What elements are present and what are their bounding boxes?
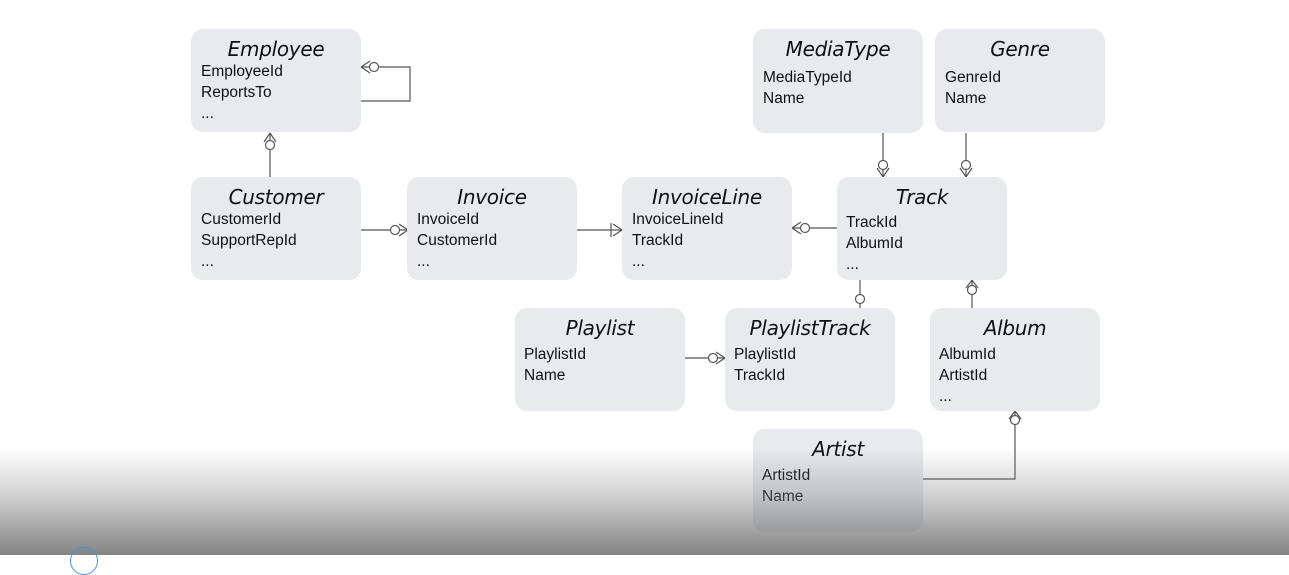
rel-genre-track: [959, 133, 973, 178]
entity-attribute: InvoiceLineId: [632, 211, 724, 228]
entity-attribute: ArtistId: [939, 367, 988, 384]
entity-title: Invoice: [457, 185, 527, 209]
entity-title: Playlist: [565, 316, 635, 340]
entity-employee[interactable]: Employee EmployeeId ReportsTo ...: [191, 29, 361, 132]
entity-attribute: InvoiceId: [417, 211, 480, 228]
entity-attribute: ...: [201, 253, 214, 270]
entity-attribute: MediaTypeId: [763, 69, 852, 86]
entity-artist[interactable]: Artist ArtistId Name: [753, 429, 923, 532]
rel-mediatype-track: [876, 133, 890, 178]
entity-attribute: ...: [417, 253, 430, 270]
entity-attribute: ...: [846, 256, 859, 273]
entity-track[interactable]: Track TrackId AlbumId ...: [837, 177, 1007, 280]
entity-attribute: AlbumId: [846, 235, 903, 252]
entity-attribute: ...: [939, 388, 952, 405]
er-diagram: Employee EmployeeId ReportsTo ... Custom…: [0, 29, 1289, 575]
entity-attribute: CustomerId: [201, 211, 282, 228]
entity-album[interactable]: Album AlbumId ArtistId ...: [930, 308, 1100, 411]
circle-icon: [70, 547, 98, 575]
entity-attribute: TrackId: [632, 232, 684, 249]
rel-customer-invoice: [361, 223, 409, 237]
rel-playlist-playlisttrack: [685, 351, 726, 365]
entity-customer[interactable]: Customer CustomerId SupportRepId ...: [191, 177, 361, 280]
entity-attribute: ArtistId: [762, 467, 811, 484]
entity-attribute: ...: [632, 253, 645, 270]
entity-title: MediaType: [785, 37, 891, 61]
rel-track-playlisttrack: [854, 280, 866, 308]
entity-playlist[interactable]: Playlist PlaylistId Name: [515, 308, 685, 411]
entity-attribute: AlbumId: [939, 346, 996, 363]
rel-invoiceline-track: [791, 221, 837, 235]
entity-attribute: TrackId: [846, 214, 898, 231]
entity-invoice[interactable]: Invoice InvoiceId CustomerId ...: [407, 177, 577, 280]
rel-track-album: [965, 279, 979, 308]
entity-attribute: ...: [201, 105, 214, 122]
entity-attribute: TrackId: [734, 367, 786, 384]
entity-attribute: Name: [524, 367, 566, 384]
entity-attribute: PlaylistId: [524, 346, 587, 363]
entity-title: InvoiceLine: [652, 185, 762, 209]
rel-employee-customer: [263, 132, 277, 177]
entity-invoiceline[interactable]: InvoiceLine InvoiceLineId TrackId ...: [622, 177, 792, 280]
entity-title: Genre: [990, 37, 1050, 61]
entity-attribute: CustomerId: [417, 232, 498, 249]
rel-invoice-invoiceline: [577, 223, 623, 237]
entity-attribute: Name: [762, 488, 804, 505]
entity-attribute: SupportRepId: [201, 232, 297, 249]
entity-title: Artist: [812, 437, 864, 461]
entity-mediatype[interactable]: MediaType MediaTypeId Name: [753, 29, 923, 133]
entity-attribute: ReportsTo: [201, 84, 272, 101]
entity-playlisttrack[interactable]: PlaylistTrack PlaylistId TrackId: [725, 308, 895, 411]
entity-attribute: PlaylistId: [734, 346, 797, 363]
rel-artist-album: [923, 410, 1022, 480]
entity-title: Employee: [227, 37, 325, 61]
entity-title: Customer: [228, 185, 324, 209]
entity-genre[interactable]: Genre GenreId Name: [935, 29, 1105, 132]
entity-attribute: GenreId: [945, 69, 1002, 86]
entity-title: PlaylistTrack: [749, 316, 871, 340]
rel-employee-reportsto: [360, 60, 411, 102]
entity-attribute: Name: [763, 90, 805, 107]
entity-attribute: Name: [945, 90, 987, 107]
entity-title: Track: [895, 185, 949, 209]
entity-attribute: EmployeeId: [201, 63, 283, 80]
entity-title: Album: [983, 316, 1047, 340]
